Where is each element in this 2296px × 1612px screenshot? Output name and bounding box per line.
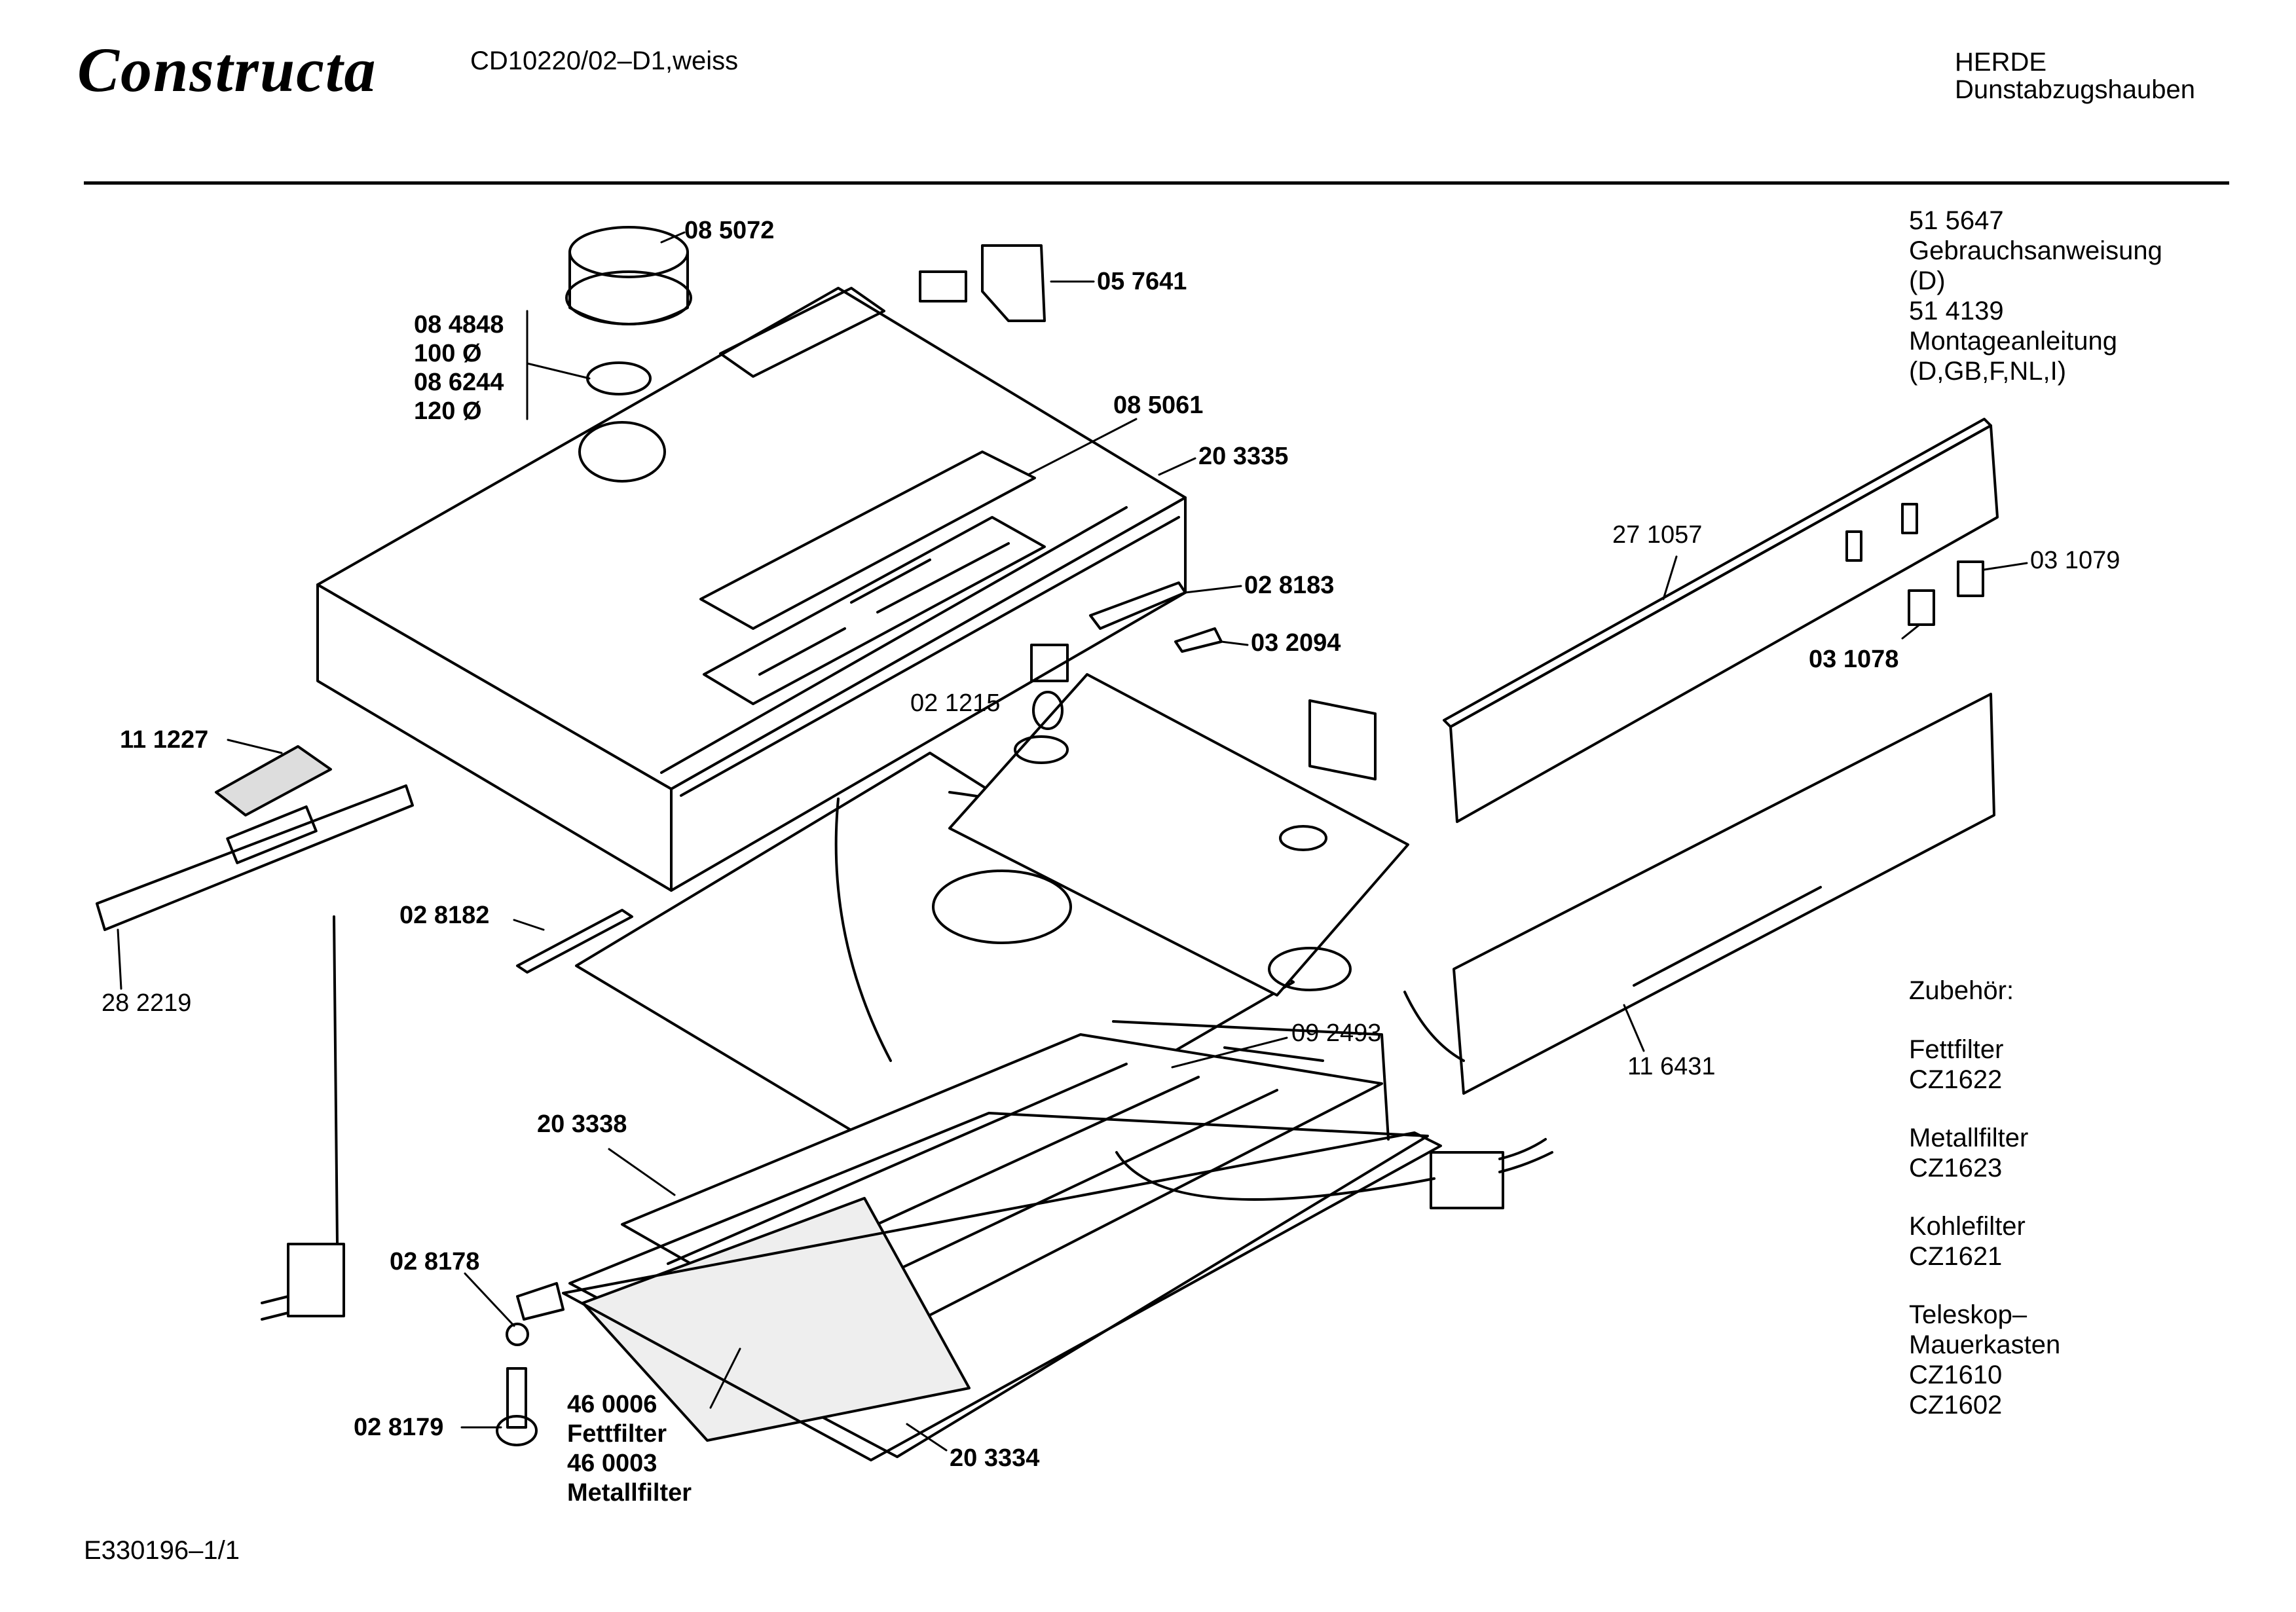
- accessory-name: Fettfilter: [1909, 1035, 2004, 1064]
- part-label-fettfilter: Fettfilter: [567, 1420, 667, 1448]
- part-label-metallfilter: Metallfilter: [567, 1479, 692, 1507]
- clip-032094: [1174, 627, 1223, 653]
- power-cord: [333, 915, 339, 1245]
- filter-grid: [582, 1197, 971, 1442]
- accessory-code: CZ1602: [1909, 1391, 2003, 1420]
- accessory-code: CZ1621: [1909, 1242, 2003, 1271]
- accessory-code: CZ1622: [1909, 1065, 2003, 1094]
- accessory-name: Teleskop–: [1909, 1300, 2028, 1329]
- part-label-028183: 02 8183: [1244, 572, 1335, 599]
- accessory-group-kohlefilter: Kohlefilter CZ1621: [1909, 1211, 2026, 1272]
- switch-1078: [1908, 589, 1935, 626]
- documentation-list: 51 5647 Gebrauchsanweisung (D) 51 4139 M…: [1909, 206, 2162, 386]
- clip-028182: [516, 909, 633, 974]
- category-line-2: Dunstabzugshauben: [1955, 75, 2195, 104]
- brand-logo: Constructa: [77, 35, 377, 105]
- part-label-031078: 03 1078: [1809, 646, 1899, 673]
- vent-cover-plate: [699, 450, 1036, 630]
- part-label-116431: 11 6431: [1627, 1053, 1716, 1080]
- duct-collar-top: [568, 226, 689, 278]
- drawing-id: E330196–1/1: [84, 1536, 240, 1565]
- part-label-084848: 08 4848: [414, 311, 504, 339]
- part-label-085072: 08 5072: [684, 217, 775, 244]
- switch-1079: [1957, 560, 1984, 597]
- part-label-120-diameter: 120 Ø: [414, 397, 482, 425]
- part-label-085061: 08 5061: [1113, 392, 1204, 419]
- label-strip: [215, 745, 332, 816]
- part-label-092493: 09 2493: [1291, 1019, 1382, 1047]
- part-label-203338: 20 3338: [537, 1110, 627, 1138]
- doc-title-manual: Gebrauchsanweisung: [1909, 236, 2162, 265]
- part-label-028178: 02 8178: [390, 1248, 480, 1275]
- accessory-code: CZ1610: [1909, 1361, 2003, 1389]
- part-label-282219: 28 2219: [102, 989, 192, 1017]
- doc-lang-installation: (D,GB,F,NL,I): [1909, 357, 2067, 386]
- header-rule: [84, 181, 2229, 185]
- accessory-group-teleskop: Teleskop– Mauerkasten CZ1610 CZ1602: [1909, 1300, 2060, 1420]
- fixing-028179: [506, 1367, 527, 1429]
- vent-slot-frame: [703, 516, 1046, 705]
- part-label-271057: 27 1057: [1612, 521, 1703, 549]
- fixing-028178: [516, 1282, 565, 1321]
- power-connector: [1430, 1151, 1504, 1209]
- part-label-203335: 20 3335: [1198, 443, 1289, 470]
- terminal-block: [919, 270, 967, 302]
- part-label-460003: 46 0003: [567, 1450, 657, 1477]
- doc-lang-manual: (D): [1909, 266, 1946, 295]
- part-label-028179: 02 8179: [354, 1414, 444, 1441]
- accessories-heading: Zubehör:: [1909, 976, 2014, 1005]
- part-label-203334: 20 3334: [950, 1444, 1040, 1472]
- model-designation: CD10220/02–D1,weiss: [470, 46, 739, 75]
- accessory-group-fettfilter: Fettfilter CZ1622: [1909, 1035, 2003, 1095]
- accessory-code: CZ1623: [1909, 1154, 2003, 1182]
- part-label-028182: 02 8182: [399, 902, 490, 929]
- accessory-group-metallfilter: Metallfilter CZ1623: [1909, 1123, 2028, 1183]
- reducer-disc: [586, 361, 652, 395]
- part-label-031079: 03 1079: [2030, 547, 2120, 574]
- accessory-name-cont: Mauerkasten: [1909, 1330, 2061, 1359]
- part-label-100-diameter: 100 Ø: [414, 340, 482, 367]
- doc-number-manual: 51 5647: [1909, 206, 2004, 235]
- doc-title-installation: Montageanleitung: [1909, 327, 2118, 356]
- accessory-name: Kohlefilter: [1909, 1212, 2026, 1241]
- part-label-032094: 03 2094: [1251, 629, 1341, 657]
- front-trim-panel: [1453, 693, 1995, 1095]
- doc-number-installation: 51 4139: [1909, 297, 2004, 325]
- fan-opening: [932, 870, 1072, 944]
- category-line-1: HERDE: [1955, 48, 2047, 77]
- accessory-name: Metallfilter: [1909, 1124, 2029, 1152]
- filter-rail: [96, 784, 414, 931]
- power-plug: [287, 1243, 345, 1317]
- part-label-111227: 11 1227: [120, 726, 209, 754]
- part-label-460006: 46 0006: [567, 1391, 657, 1418]
- hood-outlet-hole: [578, 421, 666, 483]
- part-label-021215: 02 1215: [910, 689, 1001, 717]
- lamp-holder: [1030, 644, 1069, 682]
- part-label-086244: 08 6244: [414, 369, 504, 396]
- part-label-057641: 05 7641: [1097, 268, 1187, 295]
